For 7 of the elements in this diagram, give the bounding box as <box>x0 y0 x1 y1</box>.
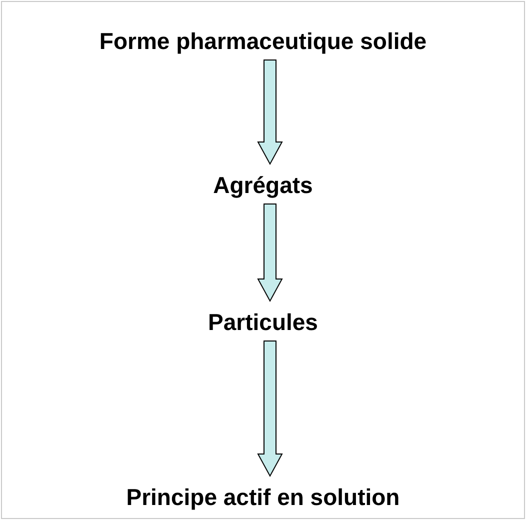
block-arrow <box>257 60 283 166</box>
block-arrow <box>257 340 283 478</box>
step-label: Agrégats <box>2 170 524 200</box>
step-label: Forme pharmaceutique solide <box>2 26 524 56</box>
step-label: Principe actif en solution <box>2 482 524 512</box>
block-arrow <box>257 204 283 302</box>
step-label: Particules <box>2 307 524 337</box>
